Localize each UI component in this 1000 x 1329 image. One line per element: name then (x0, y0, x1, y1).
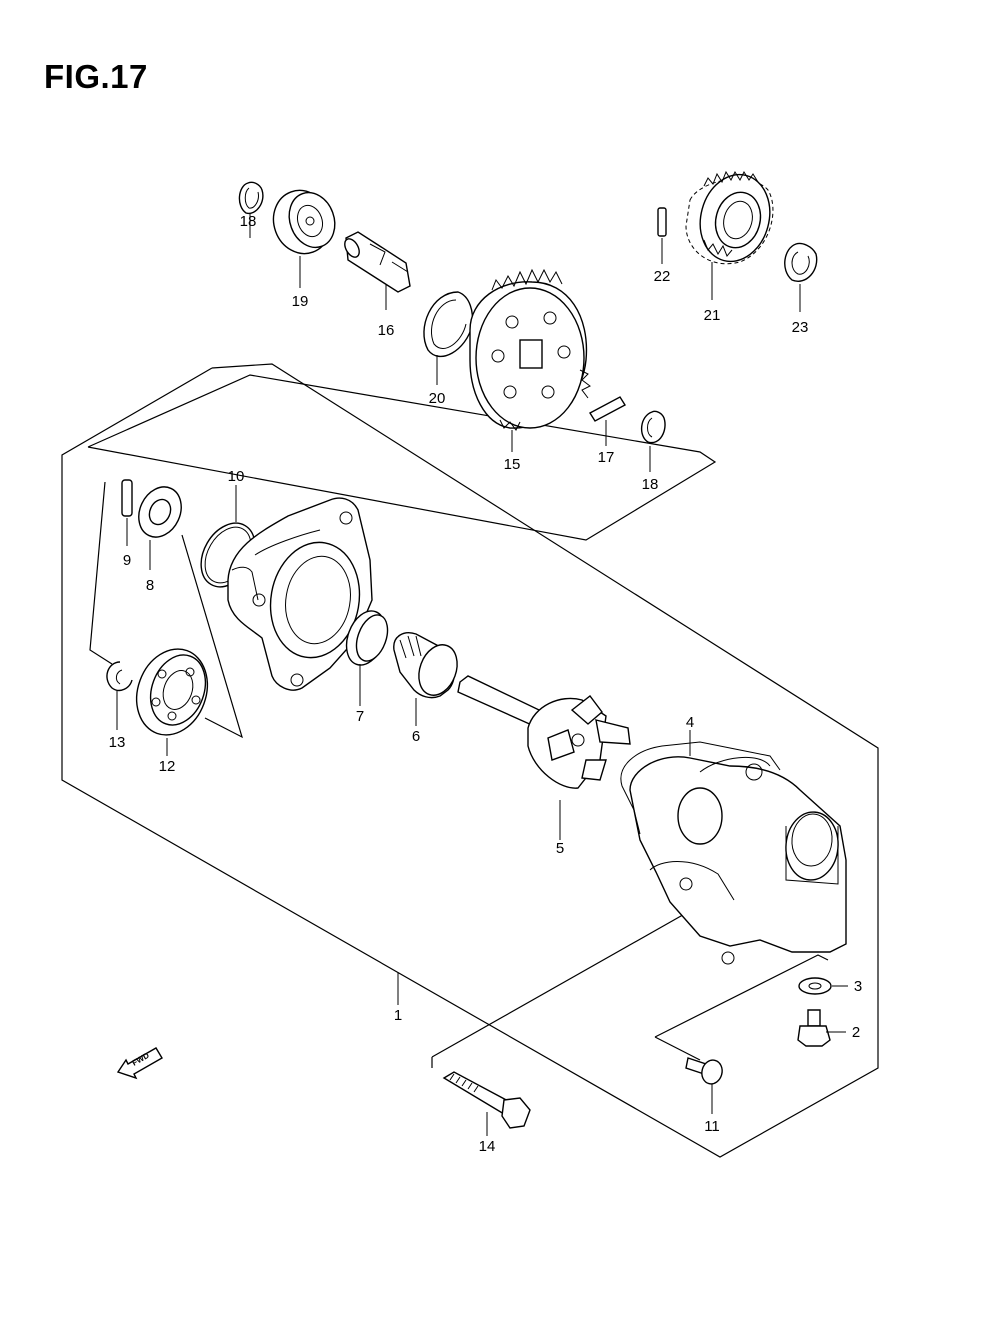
part-18-circlip-top (238, 181, 264, 238)
callout-16: 16 (378, 322, 395, 339)
callout-14: 14 (479, 1138, 496, 1155)
callout-7: 7 (356, 708, 364, 725)
callout-20: 20 (429, 390, 446, 407)
fwd-arrow-icon: FWD (116, 1047, 163, 1080)
callout-2: 2 (852, 1024, 860, 1041)
callout-5: 5 (556, 840, 564, 857)
callout-3: 3 (854, 978, 862, 995)
callout-22: 22 (654, 268, 671, 285)
part-17-pin (589, 396, 626, 446)
callout-12: 12 (159, 758, 176, 775)
part-20-circlip (423, 291, 474, 385)
callout-13: 13 (109, 734, 126, 751)
figure-title: FIG.17 (44, 58, 148, 95)
part-18-circlip-lower (641, 410, 666, 472)
callout-18-top: 18 (240, 213, 257, 230)
part-19-bearing (272, 189, 336, 288)
part-4-pump-cover (620, 730, 847, 965)
callout-18-lower: 18 (642, 476, 659, 493)
part-3-washer (798, 977, 848, 995)
part-13-e-clip (106, 661, 133, 730)
callout-6: 6 (412, 728, 420, 745)
assembly-boundary-lines (61, 363, 879, 1158)
callout-1: 1 (394, 1007, 402, 1024)
part-16-shaft (344, 231, 411, 310)
part-9-pin (121, 479, 133, 546)
part-5-impeller-shaft (457, 675, 631, 840)
callout-17: 17 (598, 449, 615, 466)
callout-23: 23 (792, 319, 809, 336)
part-22-pin (657, 207, 667, 264)
part-11-screw (685, 1057, 723, 1114)
callout-4: 4 (686, 714, 694, 731)
part-12-bearing (135, 648, 209, 756)
part-7-seal-ring (345, 610, 389, 706)
callout-11: 11 (704, 1118, 720, 1135)
part-6-mechanical-seal (393, 632, 458, 726)
callout-21: 21 (704, 307, 721, 324)
callout-10: 10 (228, 468, 245, 485)
callout-19: 19 (292, 293, 309, 310)
part-8-oil-seal (138, 486, 182, 570)
part-14-long-bolt (442, 1071, 531, 1136)
part-23-circlip (784, 242, 818, 312)
part-21-driven-gear (685, 170, 774, 300)
part-2-bolt (797, 1009, 846, 1047)
callout-8: 8 (146, 577, 154, 594)
part-15-gear (469, 268, 591, 452)
callout-15: 15 (504, 456, 521, 473)
pump-body-housing (227, 497, 373, 691)
callout-9: 9 (123, 552, 131, 569)
callout-labels: 1 2 3 4 5 6 7 8 9 10 11 12 13 14 15 16 1… (109, 213, 863, 1155)
